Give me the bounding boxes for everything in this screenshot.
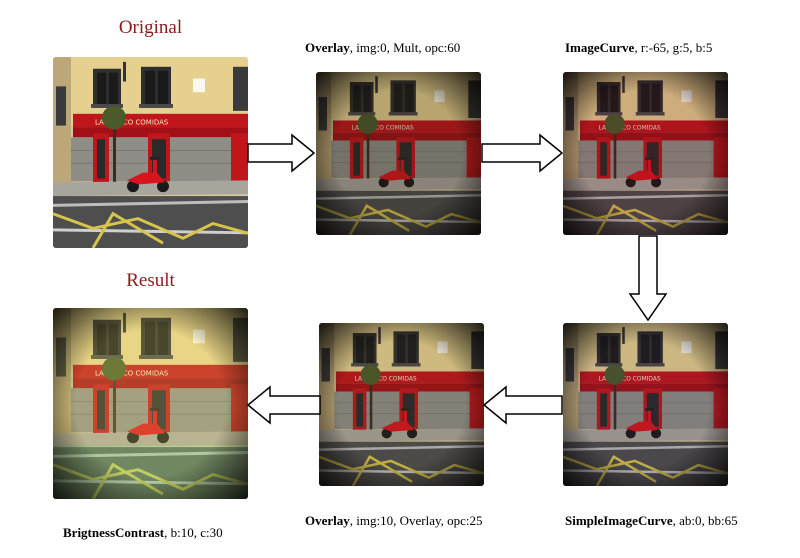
step-name: BrigtnessContrast <box>63 525 165 540</box>
step-name: SimpleImageCurve <box>565 513 673 528</box>
photo-original <box>53 57 248 248</box>
step-caption-brightness-contrast: BrigtnessContrast, b:10, c:30 <box>63 525 223 541</box>
original-title: Original <box>118 17 183 38</box>
arrow-down-icon <box>628 235 668 322</box>
step-caption-simpleimagecurve: SimpleImageCurve, ab:0, bb:65 <box>565 513 738 529</box>
arrow-left-1-icon <box>482 385 563 425</box>
photo-step-overlay-1 <box>316 72 481 235</box>
result-title: Result <box>126 270 175 291</box>
photo-step-overlay-2 <box>319 323 484 486</box>
photo-step-simpleimagecurve <box>563 323 728 486</box>
step-params: , ab:0, bb:65 <box>672 513 738 528</box>
photo-step-imagecurve <box>563 72 728 235</box>
step-name: Overlay <box>305 513 350 528</box>
step-caption-imagecurve: ImageCurve, r:-65, g:5, b:5 <box>565 40 712 56</box>
step-name: ImageCurve <box>565 40 635 55</box>
step-params: , img:0, Mult, opc:60 <box>349 40 461 55</box>
photo-result <box>53 308 248 499</box>
arrow-right-2-icon <box>481 133 564 173</box>
step-caption-overlay-1: Overlay, img:0, Mult, opc:60 <box>305 40 460 56</box>
arrow-left-2-icon <box>246 385 321 425</box>
step-caption-overlay-2: Overlay, img:10, Overlay, opc:25 <box>305 513 483 529</box>
step-name: Overlay <box>305 40 350 55</box>
step-params: , b:10, c:30 <box>164 525 223 540</box>
step-params: , img:10, Overlay, opc:25 <box>349 513 483 528</box>
arrow-right-1-icon <box>247 133 316 173</box>
step-params: , r:-65, g:5, b:5 <box>634 40 713 55</box>
